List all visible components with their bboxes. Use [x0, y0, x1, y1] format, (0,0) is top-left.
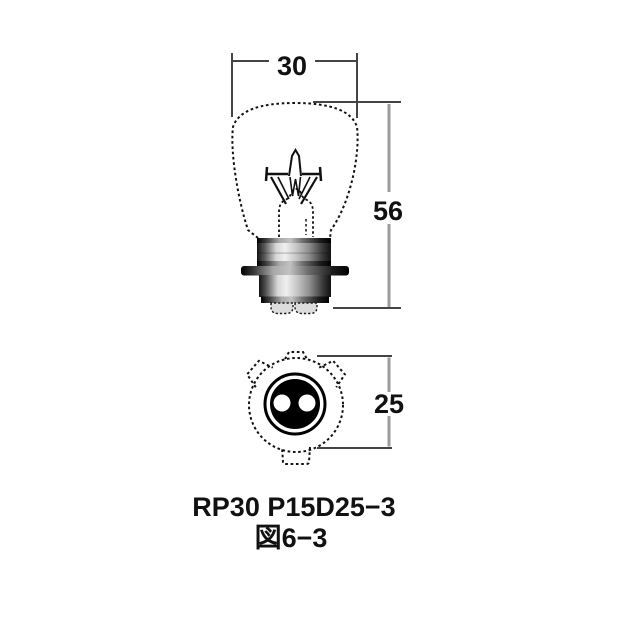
contact-hole-right [298, 394, 316, 412]
bulb-side-view: 30 56 [231, 51, 403, 315]
dim-label-base-diameter: 25 [374, 389, 404, 419]
glass-stem-outline [278, 188, 314, 237]
dim-label-overall-height: 56 [373, 196, 403, 226]
figure-number-label: 図6−3 [255, 523, 328, 553]
cap-bottom-band [261, 296, 329, 303]
glass-envelope-outline [231, 101, 359, 239]
crossbar-end-left [264, 166, 269, 182]
dimension-height-56 [313, 101, 401, 309]
dim-label-bulb-width: 30 [277, 51, 307, 81]
filament-assembly [264, 148, 323, 237]
exhaust-tip [288, 148, 302, 177]
cap-lower-barrel [259, 275, 331, 297]
part-number-label: RP30 P15D25−3 [192, 492, 395, 522]
dimension-width-30 [231, 53, 358, 118]
contact-bump-left [270, 302, 294, 315]
support-wire-outer-left [270, 176, 287, 205]
cap-top-rim [257, 238, 331, 244]
filament-coil [289, 176, 302, 197]
support-wire-outer-right [300, 176, 318, 205]
flange-circle [248, 357, 344, 453]
contact-bump-right [294, 302, 318, 315]
support-wire-inner-right [298, 176, 311, 200]
lug-upper-left [245, 359, 274, 388]
cap-upper-barrel [257, 243, 331, 262]
cap-flange [241, 266, 349, 276]
crossbar-end-right [318, 166, 323, 182]
contact-disc [270, 379, 320, 429]
contact-hole-left [273, 394, 291, 412]
base-bottom-view: 25 [245, 351, 404, 465]
metal-base-cap [241, 238, 349, 315]
cap-neck-band [257, 261, 331, 267]
flange-outline [245, 351, 347, 465]
lug-bottom [281, 446, 311, 465]
cap-barrel-groove [257, 252, 331, 254]
lug-upper-right [318, 359, 347, 388]
dimension-diameter-25 [317, 355, 392, 449]
support-wire-inner-left [277, 176, 290, 200]
